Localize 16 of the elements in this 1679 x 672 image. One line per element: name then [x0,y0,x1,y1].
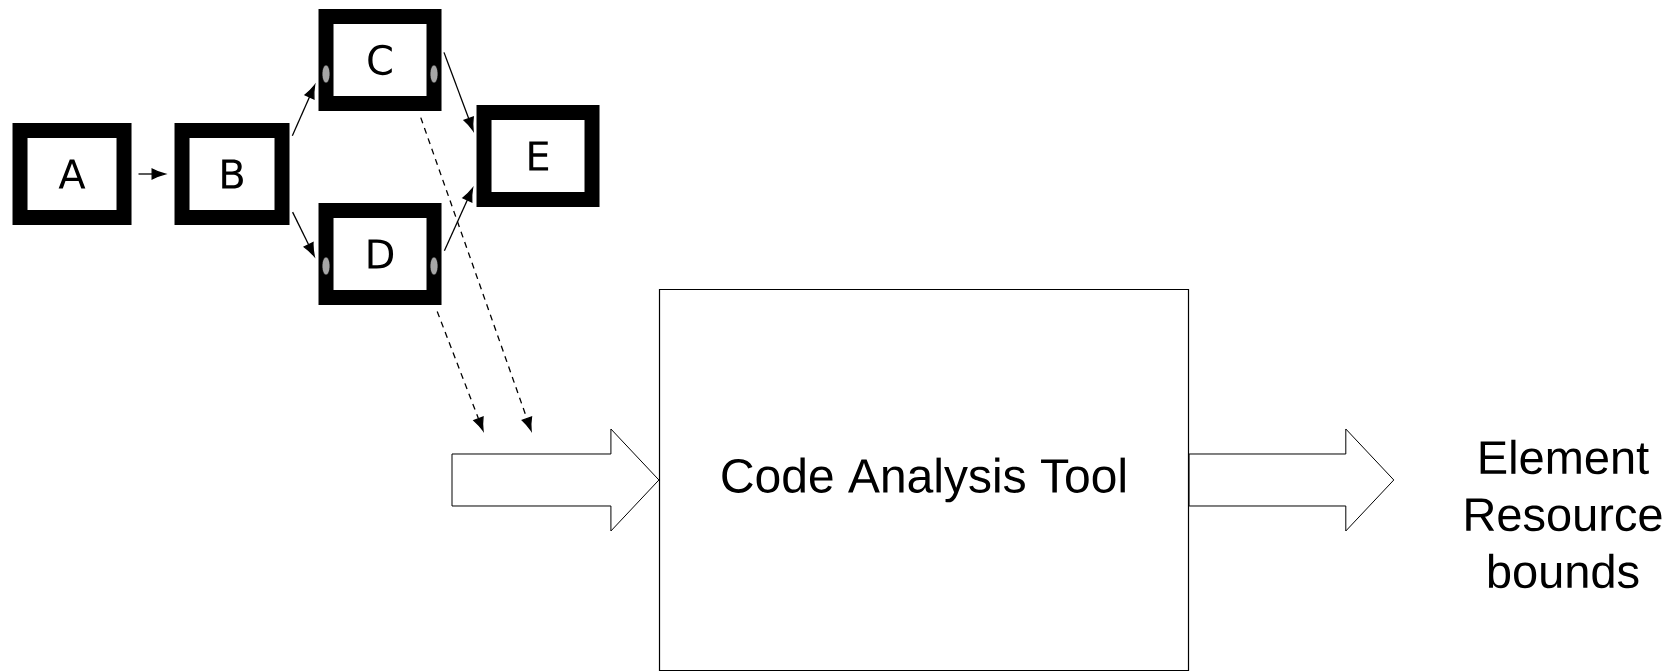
task-box: C [318,9,442,111]
dashed-arrow [420,116,533,432]
arrow [443,51,474,132]
dashed-arrow [436,310,484,432]
arrow [443,187,474,252]
block-arrow [451,428,660,532]
block-arrow [1188,428,1395,532]
task-box: A [12,123,132,225]
task-box: D [318,203,442,305]
task-box: E [476,105,600,207]
tool-box: Code Analysis Tool [658,288,1190,672]
arrow [291,211,315,257]
arrow [291,84,316,137]
task-box: B [174,123,290,225]
arrow [137,168,166,180]
output-label: Element Resource bounds [1466,439,1662,589]
